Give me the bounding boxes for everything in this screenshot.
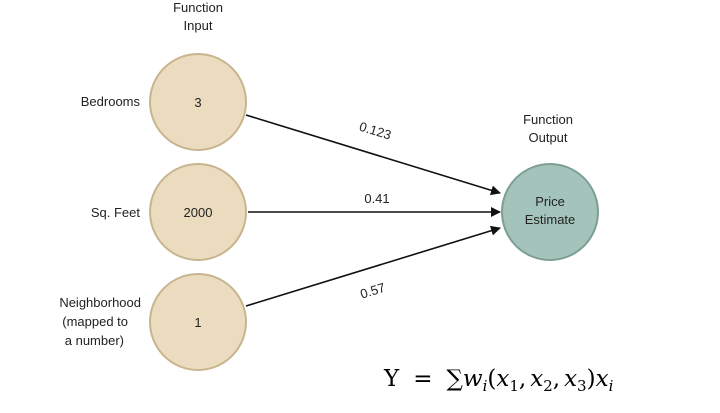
weight-sqfeet: 0.41 (364, 191, 389, 206)
input-value-neighborhood: 1 (194, 315, 201, 330)
formula-xi-subscript: i (609, 377, 614, 395)
formula-w: w (463, 366, 483, 392)
formula-x3: x (564, 366, 577, 392)
formula-x2: x (530, 366, 543, 392)
edge-neighborhood-to-output (245, 225, 501, 307)
input-label-sqfeet: Sq. Feet (91, 205, 141, 220)
formula-open-paren: ( (487, 366, 496, 392)
formula-xi: x (596, 366, 609, 392)
input-label-neighborhood-line1: Neighborhood (59, 295, 141, 310)
input-node-sqfeet: 2000 (149, 163, 247, 261)
output-column-header: Function Output (523, 112, 573, 145)
formula-x3-subscript: 3 (577, 377, 587, 395)
formula-w-subscript: i (483, 377, 488, 395)
output-label-line1: Price (535, 194, 565, 209)
input-header-line1: Function (173, 0, 223, 15)
input-node-sqfeet-circle (149, 163, 247, 261)
output-label-line2: Estimate (525, 212, 576, 227)
formula-comma-1: , (519, 366, 526, 392)
input-value-sqfeet: 2000 (184, 205, 213, 220)
formula-comma-2: , (553, 366, 560, 392)
input-node-bedrooms-circle (149, 53, 247, 151)
input-column-header: Function Input (173, 0, 223, 33)
weighted-sum-formula: Y=∑wi(x1,x2,x3)xi (383, 366, 614, 395)
formula-equals: = (413, 366, 432, 392)
output-header-line1: Function (523, 112, 573, 127)
output-header-line2: Output (528, 130, 567, 145)
formula-close-paren: ) (587, 366, 596, 392)
input-node-neighborhood: 1 (149, 273, 247, 371)
input-label-bedrooms: Bedrooms (81, 94, 141, 109)
formula-sum-symbol: ∑ (446, 366, 463, 392)
formula-x1-subscript: 1 (509, 377, 519, 395)
input-label-neighborhood: Neighborhood (mapped to a number) (59, 295, 141, 348)
formula-x2-subscript: 2 (543, 377, 553, 395)
weight-bedrooms: 0.123 (358, 119, 394, 143)
output-node-circle (501, 163, 599, 261)
output-node-price-estimate: Price Estimate (501, 163, 599, 261)
input-label-neighborhood-line2: (mapped to (62, 314, 128, 329)
input-header-line2: Input (184, 18, 213, 33)
weight-neighborhood: 0.57 (358, 280, 387, 302)
formula-x1: x (496, 366, 509, 392)
input-node-neighborhood-circle (149, 273, 247, 371)
input-value-bedrooms: 3 (194, 95, 201, 110)
edge-bedrooms-to-output (245, 114, 501, 196)
formula-lhs: Y (383, 366, 400, 392)
input-label-neighborhood-line3: a number) (65, 333, 124, 348)
input-node-bedrooms: 3 (149, 53, 247, 151)
